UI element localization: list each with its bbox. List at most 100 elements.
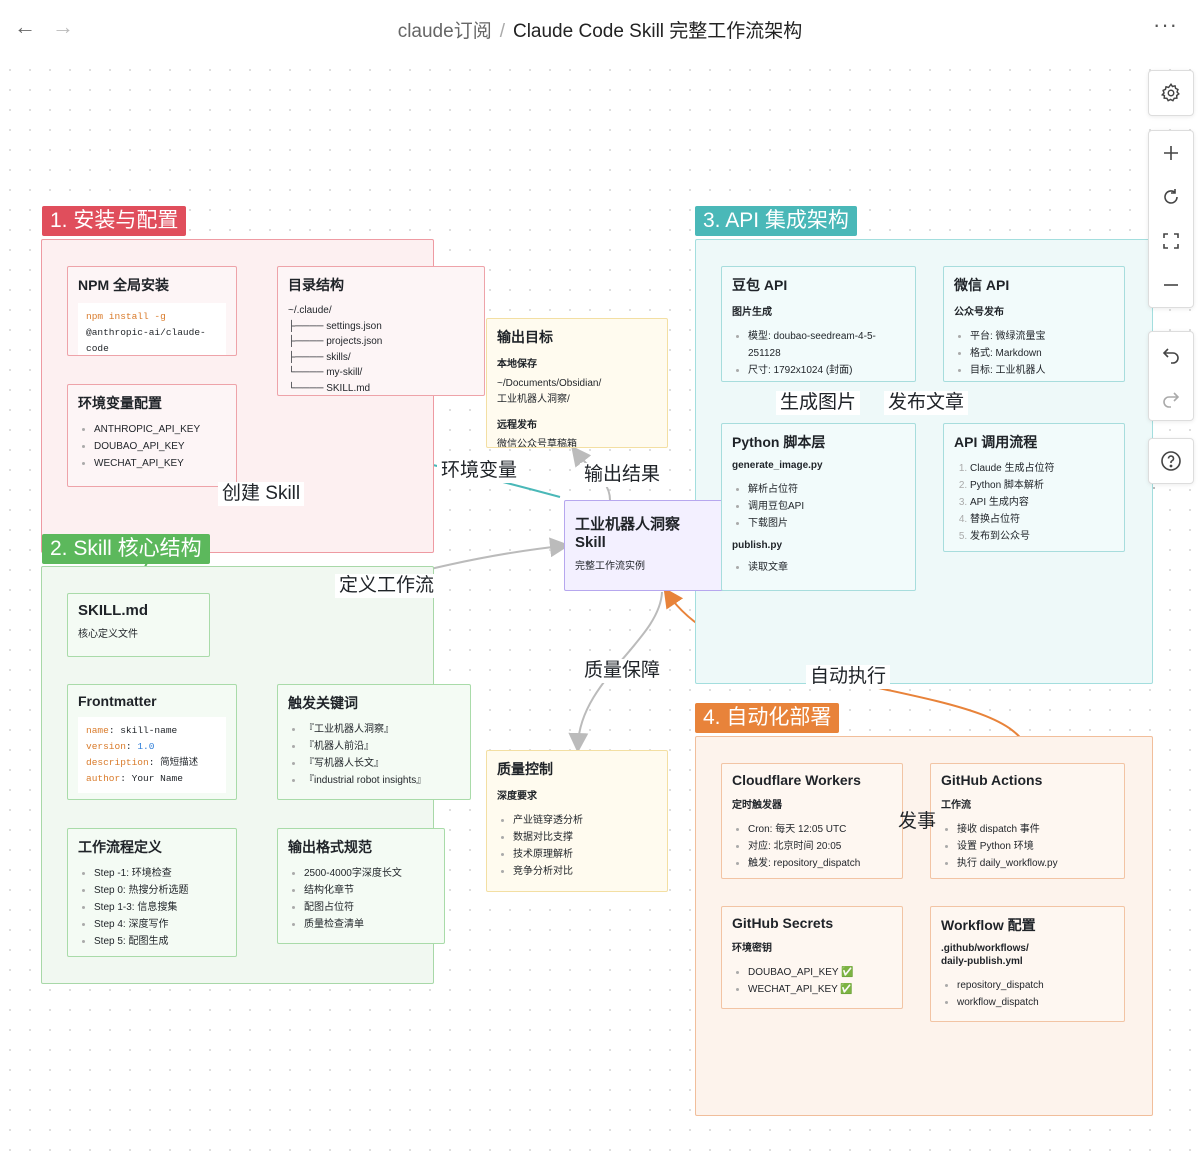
edge-label-define-workflow[interactable]: 定义工作流 <box>335 574 439 598</box>
item-list: 解析占位符 调用豆包API 下载图片 <box>732 481 905 532</box>
breadcrumb: claude订阅 / Claude Code Skill 完整工作流架构 <box>0 16 1200 43</box>
card-title: 工作流程定义 <box>78 839 162 855</box>
card-skill-md[interactable]: SKILL.md 核心定义文件 <box>67 593 210 657</box>
item-list: 『工业机器人洞察』 『机器人前沿』 『写机器人长文』 『industrial r… <box>288 721 460 789</box>
item-list: DOUBAO_API_KEY ✅ WECHAT_API_KEY ✅ <box>732 964 892 998</box>
yaml-value: Your Name <box>131 773 183 784</box>
edge-label-create-skill[interactable]: 创建 Skill <box>218 482 305 506</box>
edge-label-trigger[interactable]: 发事 <box>898 811 937 832</box>
back-arrow-icon[interactable]: ← <box>14 14 36 39</box>
card-subtitle: 定时触发器 <box>732 800 782 811</box>
list-item: 调用豆包API <box>748 498 905 515</box>
list-item: 结构化章节 <box>304 882 434 899</box>
card-npm-install[interactable]: NPM 全局安装 npm install -g @anthropic-ai/cl… <box>67 266 237 356</box>
card-frontmatter[interactable]: Frontmatter name: skill-name version: 1.… <box>67 684 237 800</box>
group-title-skill-core: 2. Skill 核心结构 <box>42 534 210 564</box>
minus-icon[interactable] <box>1149 263 1193 307</box>
card-cloudflare-workers[interactable]: Cloudflare Workers 定时触发器 Cron: 每天 12:05 … <box>721 763 903 879</box>
card-main-skill[interactable]: 工业机器人洞察 Skill 完整工作流实例 <box>564 500 724 591</box>
card-directory-structure[interactable]: 目录结构 ~/.claude/ ├──── settings.json ├───… <box>277 266 485 396</box>
card-title: 输出目标 <box>497 329 553 345</box>
gear-icon[interactable] <box>1149 71 1193 115</box>
card-env-config[interactable]: 环境变量配置 ANTHROPIC_API_KEY DOUBAO_API_KEY … <box>67 384 237 487</box>
edge-label-auto-exec[interactable]: 自动执行 <box>806 665 891 689</box>
item-list: 产业链穿透分析 数据对比支撑 技术原理解析 竞争分析对比 <box>497 812 657 880</box>
card-subtitle: 核心定义文件 <box>78 629 138 640</box>
edge-label-env-var[interactable]: 环境变量 <box>437 459 522 483</box>
card-workflow-definition[interactable]: 工作流程定义 Step -1: 环境检查 Step 0: 热搜分析选题 Step… <box>67 828 237 957</box>
list-item: 尺寸: 1792x1024 (封面) <box>748 362 905 379</box>
group-title-install: 1. 安装与配置 <box>42 206 187 236</box>
card-github-secrets[interactable]: GitHub Secrets 环境密钥 DOUBAO_API_KEY ✅ WEC… <box>721 906 903 1009</box>
list-item: 配图占位符 <box>304 899 434 916</box>
card-github-actions[interactable]: GitHub Actions 工作流 接收 dispatch 事件 设置 Pyt… <box>930 763 1125 879</box>
settings-toolbar <box>1148 70 1194 116</box>
card-subtitle: .github/workflows/ <box>941 943 1029 954</box>
list-item: Step 4: 深度写作 <box>94 916 226 933</box>
undo-icon[interactable] <box>1149 332 1193 376</box>
card-subtitle: 公众号发布 <box>954 307 1004 318</box>
card-quality-control[interactable]: 质量控制 深度要求 产业链穿透分析 数据对比支撑 技术原理解析 竞争分析对比 <box>486 750 668 892</box>
card-title: 豆包 API <box>732 277 788 293</box>
fit-screen-icon[interactable] <box>1149 219 1193 263</box>
card-doubao-api[interactable]: 豆包 API 图片生成 模型: doubao-seedream-4-5-2511… <box>721 266 916 382</box>
plus-icon[interactable] <box>1149 131 1193 175</box>
item-list: 接收 dispatch 事件 设置 Python 环境 执行 daily_wor… <box>941 821 1114 872</box>
tree-line: ~/.claude/ <box>288 305 332 316</box>
yaml-value: 1.0 <box>137 741 155 752</box>
card-workflow-config[interactable]: Workflow 配置 .github/workflows/ daily-pub… <box>930 906 1125 1022</box>
list-item: workflow_dispatch <box>957 994 1114 1011</box>
refresh-icon[interactable] <box>1149 175 1193 219</box>
item-list: 平台: 微绿流量宝 格式: Markdown 目标: 工业机器人 <box>954 328 1114 379</box>
list-item: 接收 dispatch 事件 <box>957 821 1114 838</box>
more-options-icon[interactable]: ··· <box>1153 12 1178 37</box>
card-title: GitHub Secrets <box>732 915 834 931</box>
card-title: 目录结构 <box>288 277 344 293</box>
card-subtitle: publish.py <box>732 540 782 551</box>
help-icon[interactable] <box>1149 439 1193 483</box>
list-item: Step -1: 环境检查 <box>94 865 226 882</box>
card-subtitle: daily-publish.yml <box>941 956 1023 967</box>
card-trigger-keywords[interactable]: 触发关键词 『工业机器人洞察』 『机器人前沿』 『写机器人长文』 『indust… <box>277 684 471 800</box>
card-output-format[interactable]: 输出格式规范 2500-4000字深度长文 结构化章节 配图占位符 质量检查清单 <box>277 828 445 944</box>
card-output-target[interactable]: 输出目标 本地保存 ~/Documents/Obsidian/ 工业机器人洞察/… <box>486 318 668 448</box>
edge-label-publish-article[interactable]: 发布文章 <box>884 391 969 415</box>
item-list: Cron: 每天 12:05 UTC 对应: 北京时间 20:05 触发: re… <box>732 821 892 872</box>
card-subtitle: 深度要求 <box>497 791 537 802</box>
card-title: Cloudflare Workers <box>732 772 861 788</box>
card-python-layer[interactable]: Python 脚本层 generate_image.py 解析占位符 调用豆包A… <box>721 423 916 591</box>
card-title: GitHub Actions <box>941 772 1043 788</box>
tree-line: ├──── projects.json <box>288 336 383 347</box>
list-item: 替换占位符 <box>970 511 1114 528</box>
edge-label-quality-assure[interactable]: 质量保障 <box>580 659 665 683</box>
code-block: name: skill-name version: 1.0 descriptio… <box>78 717 226 793</box>
card-title: 微信 API <box>954 277 1010 293</box>
tree-line: └──── SKILL.md <box>288 382 371 394</box>
zoom-toolbar <box>1148 130 1194 308</box>
forward-arrow-icon[interactable]: → <box>52 14 74 39</box>
card-wechat-api[interactable]: 微信 API 公众号发布 平台: 微绿流量宝 格式: Markdown 目标: … <box>943 266 1125 382</box>
yaml-key: version <box>86 741 126 752</box>
edge-label-output-result[interactable]: 输出结果 <box>580 463 665 487</box>
top-bar: ← → claude订阅 / Claude Code Skill 完整工作流架构 ·… <box>0 0 1200 56</box>
list-item: 设置 Python 环境 <box>957 838 1114 855</box>
breadcrumb-parent[interactable]: claude订阅 <box>397 21 492 42</box>
card-title: 触发关键词 <box>288 695 358 711</box>
tree-line: ├──── skills/ <box>288 351 351 363</box>
card-api-flow[interactable]: API 调用流程 Claude 生成占位符 Python 脚本解析 API 生成… <box>943 423 1125 552</box>
card-title: 工业机器人洞察 Skill <box>575 516 681 551</box>
breadcrumb-separator: / <box>499 21 505 42</box>
list-item: 读取文章 <box>748 559 905 576</box>
list-item: ANTHROPIC_API_KEY <box>94 421 226 438</box>
text-line: 微信公众号草稿箱 <box>497 439 577 448</box>
card-title: 环境变量配置 <box>78 395 162 411</box>
list-item: Step 1-3: 信息搜集 <box>94 899 226 916</box>
item-list: 2500-4000字深度长文 结构化章节 配图占位符 质量检查清单 <box>288 865 434 933</box>
list-item: Claude 生成占位符 <box>970 460 1114 477</box>
list-item: 『industrial robot insights』 <box>304 772 460 789</box>
list-item: 2500-4000字深度长文 <box>304 865 434 882</box>
edge-label-gen-image[interactable]: 生成图片 <box>776 391 861 415</box>
redo-icon[interactable] <box>1149 376 1193 420</box>
page-title[interactable]: Claude Code Skill 完整工作流架构 <box>512 21 803 42</box>
list-item: 『机器人前沿』 <box>304 738 460 755</box>
